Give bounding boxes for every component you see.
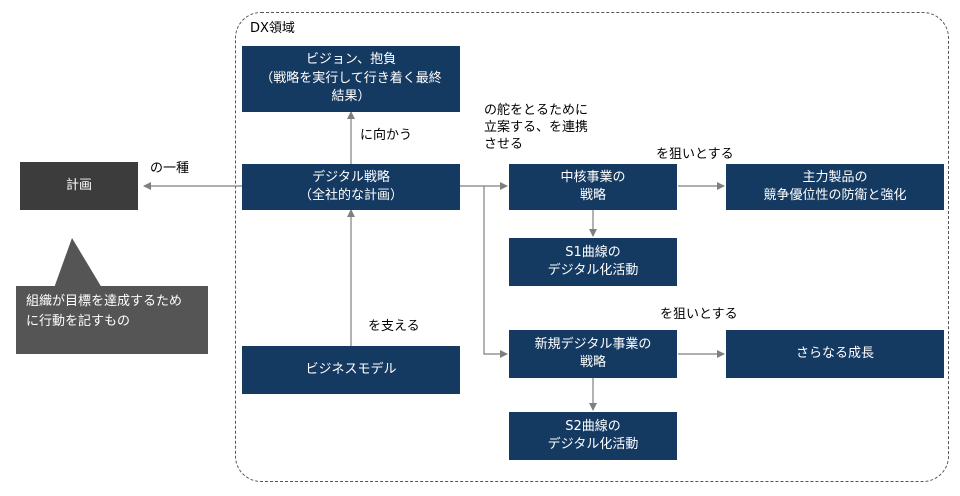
label-toward: に向かう [360, 128, 413, 143]
dx-region-boundary [235, 12, 949, 482]
node-core-strategy: 中核事業の 戦略 [509, 164, 677, 210]
node-s1-activities: S1曲線の デジタル化活動 [509, 238, 677, 286]
callout-shape [16, 286, 208, 354]
label-support: を支える [368, 319, 420, 334]
node-main-products: 主力製品の 競争優位性の防衛と強化 [726, 164, 944, 210]
node-s2-activities: S2曲線の デジタル化活動 [509, 412, 677, 460]
callout-text: 組織が目標を達成するため に行動を記すもの [26, 294, 183, 330]
callout-pointer [54, 238, 102, 288]
label-aim-core: を狙いとする [656, 147, 734, 162]
label-kind-of: の一種 [150, 161, 190, 176]
label-rudder: の舵をとるために 立案する、を連携 させる [484, 103, 589, 153]
node-new-strategy: 新規デジタル事業の 戦略 [509, 330, 677, 378]
node-business-model: ビジネスモデル [242, 346, 460, 394]
dx-region-label: DX領域 [250, 21, 295, 36]
node-plan: 計画 [20, 162, 138, 210]
edge-rudder-new [483, 186, 508, 358]
node-digital-strategy: デジタル戦略 （全社的な計画） [242, 164, 460, 210]
label-aim-new: を狙いとする [660, 307, 738, 322]
node-vision: ビジョン、抱負 （戦略を実行して行き着く最終 結果） [242, 46, 460, 112]
node-growth: さらなる成長 [726, 330, 944, 378]
